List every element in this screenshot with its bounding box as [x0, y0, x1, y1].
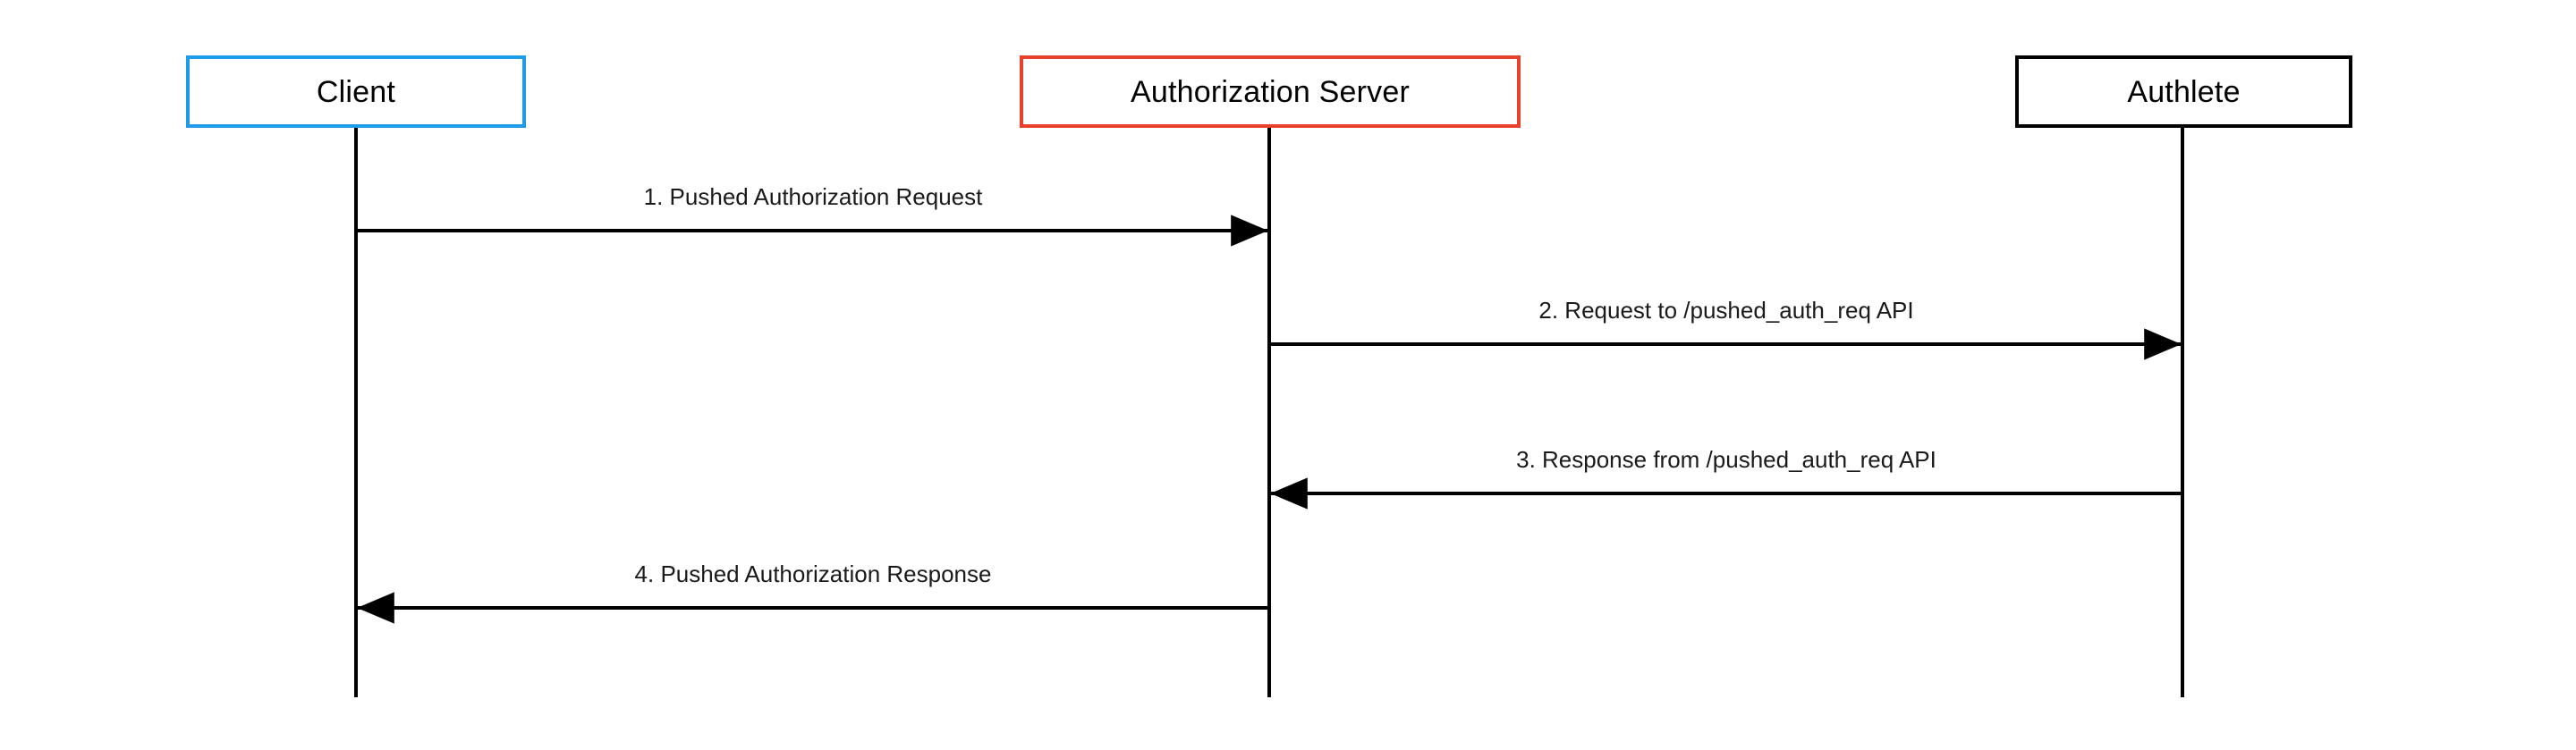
participant-box-authorization-server[interactable]: Authorization Server — [1020, 55, 1521, 128]
message-label-2: 2. Request to /pushed_auth_req API — [1538, 297, 1914, 324]
message-label-1: 1. Pushed Authorization Request — [643, 183, 983, 210]
participant-box-authlete[interactable]: Authlete — [2015, 55, 2352, 128]
lifeline-group — [354, 128, 2184, 697]
participant-label-authorization-server: Authorization Server — [1130, 74, 1411, 109]
participant-label-client: Client — [316, 74, 396, 109]
participant-label-authlete: Authlete — [2127, 74, 2241, 109]
participant-box-client[interactable]: Client — [186, 55, 526, 128]
message-arrow-group — [357, 215, 2182, 624]
message-label-4: 4. Pushed Authorization Response — [634, 560, 992, 587]
message-label-3: 3. Response from /pushed_auth_req API — [1516, 446, 1936, 473]
